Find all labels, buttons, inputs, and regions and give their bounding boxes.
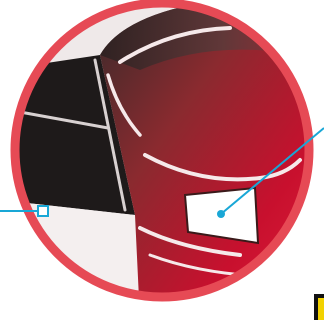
callout-dot-marker xyxy=(217,210,225,218)
callout-square-marker xyxy=(38,206,48,216)
corner-badge xyxy=(314,294,324,320)
